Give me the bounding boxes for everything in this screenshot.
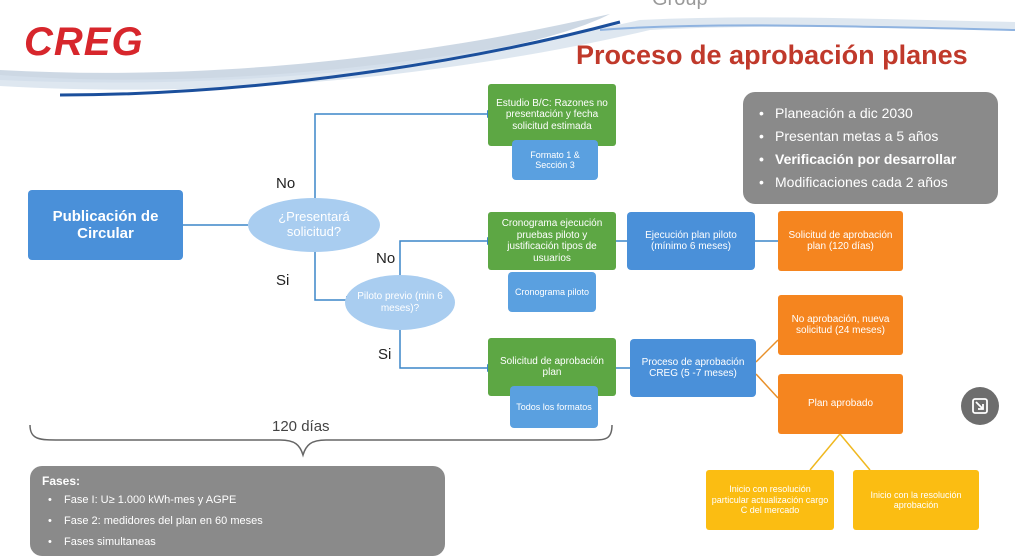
- label-si-presentara: Si: [276, 272, 290, 289]
- node-plan-aprobado: Plan aprobado: [778, 374, 903, 434]
- node-cronograma-piloto: Cronograma piloto: [508, 272, 596, 312]
- node-inicio-particular: Inicio con resolución particular actuali…: [706, 470, 834, 530]
- node-publicacion: Publicación de Circular: [28, 190, 183, 260]
- fase-item: Fase I: U≥ 1.000 kWh-mes y AGPE: [42, 490, 435, 511]
- node-proceso-creg: Proceso de aprobación CREG (5 -7 meses): [630, 339, 756, 397]
- top-partial-text: Group: [652, 0, 708, 11]
- node-inicio-resolucion: Inicio con la resolución aprobación: [853, 470, 979, 530]
- page-title: Proceso de aprobación planes: [576, 40, 968, 70]
- node-estudio-bc: Estudio B/C: Razones no presentación y f…: [488, 84, 616, 146]
- info-item: Presentan metas a 5 años: [753, 125, 988, 148]
- info-item: Planeación a dic 2030: [753, 102, 988, 125]
- node-ejecucion-piloto: Ejecución plan piloto (mínimo 6 meses): [627, 212, 755, 270]
- fase-item: Fase 2: medidores del plan en 60 meses: [42, 511, 435, 532]
- exit-fullscreen-icon: [972, 398, 988, 414]
- info-item: Verificación por desarrollar: [753, 148, 988, 171]
- node-piloto-previo: Piloto previo (min 6 meses)?: [345, 275, 455, 330]
- info-box: Planeación a dic 2030 Presentan metas a …: [743, 92, 998, 204]
- node-todos-formatos: Todos los formatos: [510, 386, 598, 428]
- node-no-aprobacion: No aprobación, nueva solicitud (24 meses…: [778, 295, 903, 355]
- fase-item: Fases simultaneas: [42, 532, 435, 553]
- label-no-presentara: No: [276, 175, 296, 192]
- label-no-piloto: No: [376, 250, 396, 267]
- creg-logo: CREG: [24, 20, 144, 64]
- info-item: Modificaciones cada 2 años: [753, 171, 988, 194]
- label-si-piloto: Si: [378, 346, 392, 363]
- fases-title: Fases:: [42, 474, 81, 488]
- node-solicitud-120: Solicitud de aprobación plan (120 días): [778, 211, 903, 271]
- node-presentara-solicitud: ¿Presentará solicitud?: [248, 198, 380, 252]
- node-cronograma-ejecucion: Cronograma ejecución pruebas piloto y ju…: [488, 212, 616, 270]
- node-formato: Formato 1 & Sección 3: [512, 140, 598, 180]
- fases-box: Fases: Fase I: U≥ 1.000 kWh-mes y AGPE F…: [30, 466, 445, 556]
- label-120-dias: 120 días: [272, 418, 330, 435]
- exit-fullscreen-button[interactable]: [961, 387, 999, 425]
